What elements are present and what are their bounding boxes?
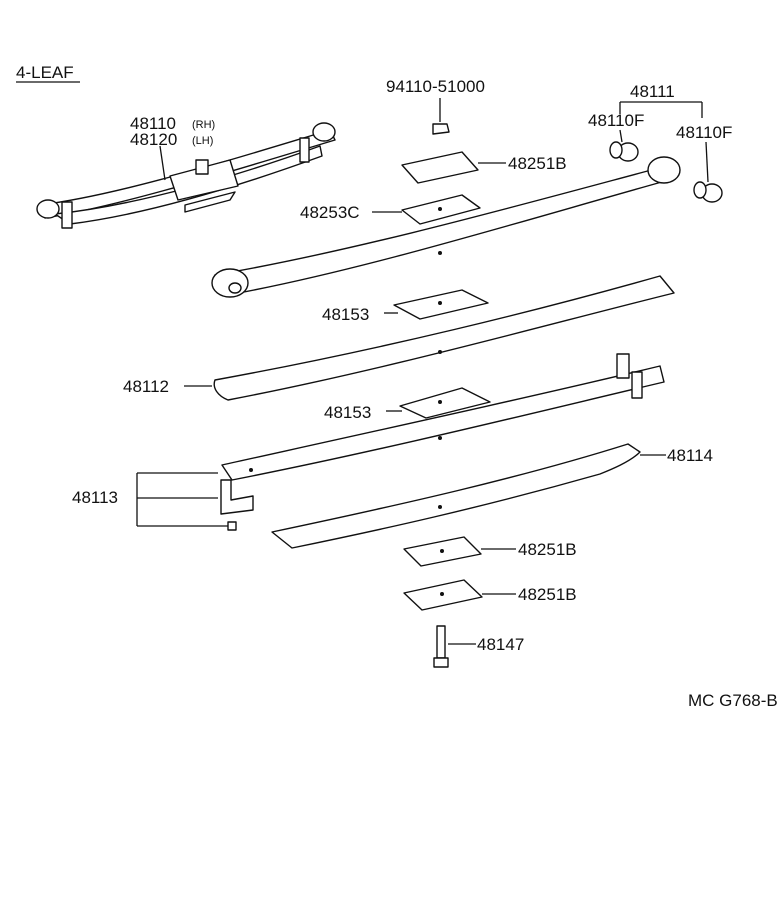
leaf-spring-assembly: [36, 122, 336, 229]
spring-lh-label: 48120: [130, 130, 177, 149]
pad-1-label: 48153: [322, 305, 369, 324]
bushing-a-icon: [609, 141, 639, 162]
nut-icon: [432, 123, 450, 135]
spring-leader: [159, 145, 166, 181]
spring-rh-label: 48110: [130, 114, 176, 133]
bushing-a-label: 48110F: [588, 111, 644, 130]
leaf-4-icon: [271, 443, 641, 549]
clip-icon: [220, 479, 254, 515]
seat-top-icon: [401, 151, 479, 184]
pad-2-icon: [399, 387, 491, 419]
leaf-3-label: 48113: [72, 488, 118, 507]
leaf-2-label: 48112: [123, 377, 169, 396]
leaf-3-icon: [221, 365, 665, 481]
seat-c-label: 48253C: [300, 203, 360, 222]
leaf-2-icon: [213, 275, 675, 401]
main-leaf-icon: [214, 164, 677, 296]
spring-rh-suffix: (RH): [192, 119, 215, 131]
bushing-b-icon: [693, 181, 723, 203]
seat-b1-label: 48251B: [518, 540, 577, 559]
leaf-4-label: 48114: [667, 446, 713, 465]
diagram-code: MC G768-B: [688, 691, 778, 710]
nut-label: 94110-51000: [386, 77, 485, 96]
bushing-b-label: 48110F: [676, 123, 732, 142]
spring-lh-suffix: (LH): [192, 135, 213, 147]
bolt-icon: [433, 625, 449, 668]
bolt-label: 48147: [477, 635, 524, 654]
diagram-title: 4-LEAF: [16, 63, 74, 82]
rivet-icon: [227, 521, 237, 531]
main-leaf-label: 48111: [630, 82, 675, 101]
pad-2-label: 48153: [324, 403, 371, 422]
seat-b2-label: 48251B: [518, 585, 577, 604]
seat-top-label: 48251B: [508, 154, 567, 173]
